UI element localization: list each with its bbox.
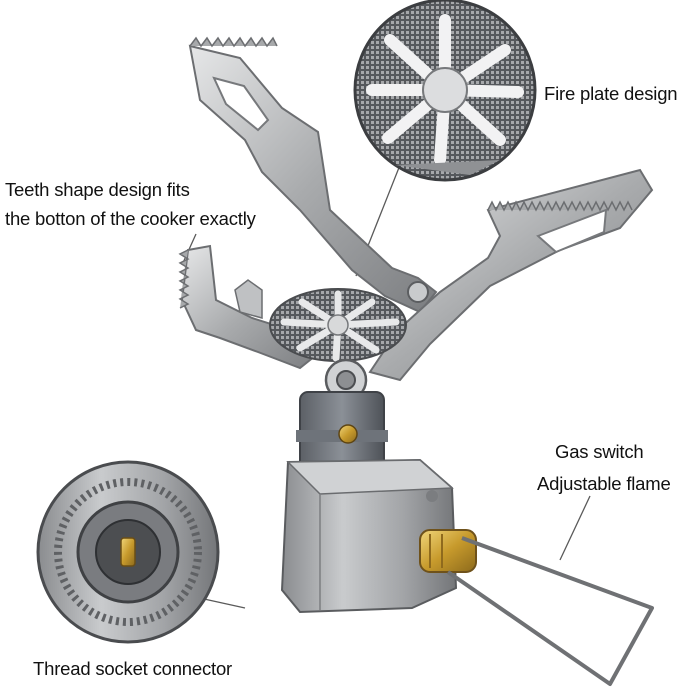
teeth-caption-line-1: Teeth shape design fits <box>5 179 190 200</box>
flame-adjust-caption: Adjustable flame <box>537 473 671 494</box>
thread-socket-caption: Thread socket connector <box>33 658 233 679</box>
thread-socket-inset <box>36 460 220 644</box>
fire-plate-inset <box>353 0 537 182</box>
fire-plate-caption: Fire plate design <box>544 83 678 104</box>
valve-body <box>280 458 458 614</box>
pot-support-arm-right <box>368 168 654 382</box>
gas-control-knob <box>419 529 477 573</box>
wire-handle <box>446 536 654 686</box>
teeth-caption-line-2: the botton of the cooker exactly <box>5 208 256 229</box>
valve-stem <box>296 391 388 477</box>
gas-switch-caption: Gas switch <box>555 441 644 462</box>
pot-support-arm-back <box>188 36 438 314</box>
fire-plate <box>269 288 407 362</box>
